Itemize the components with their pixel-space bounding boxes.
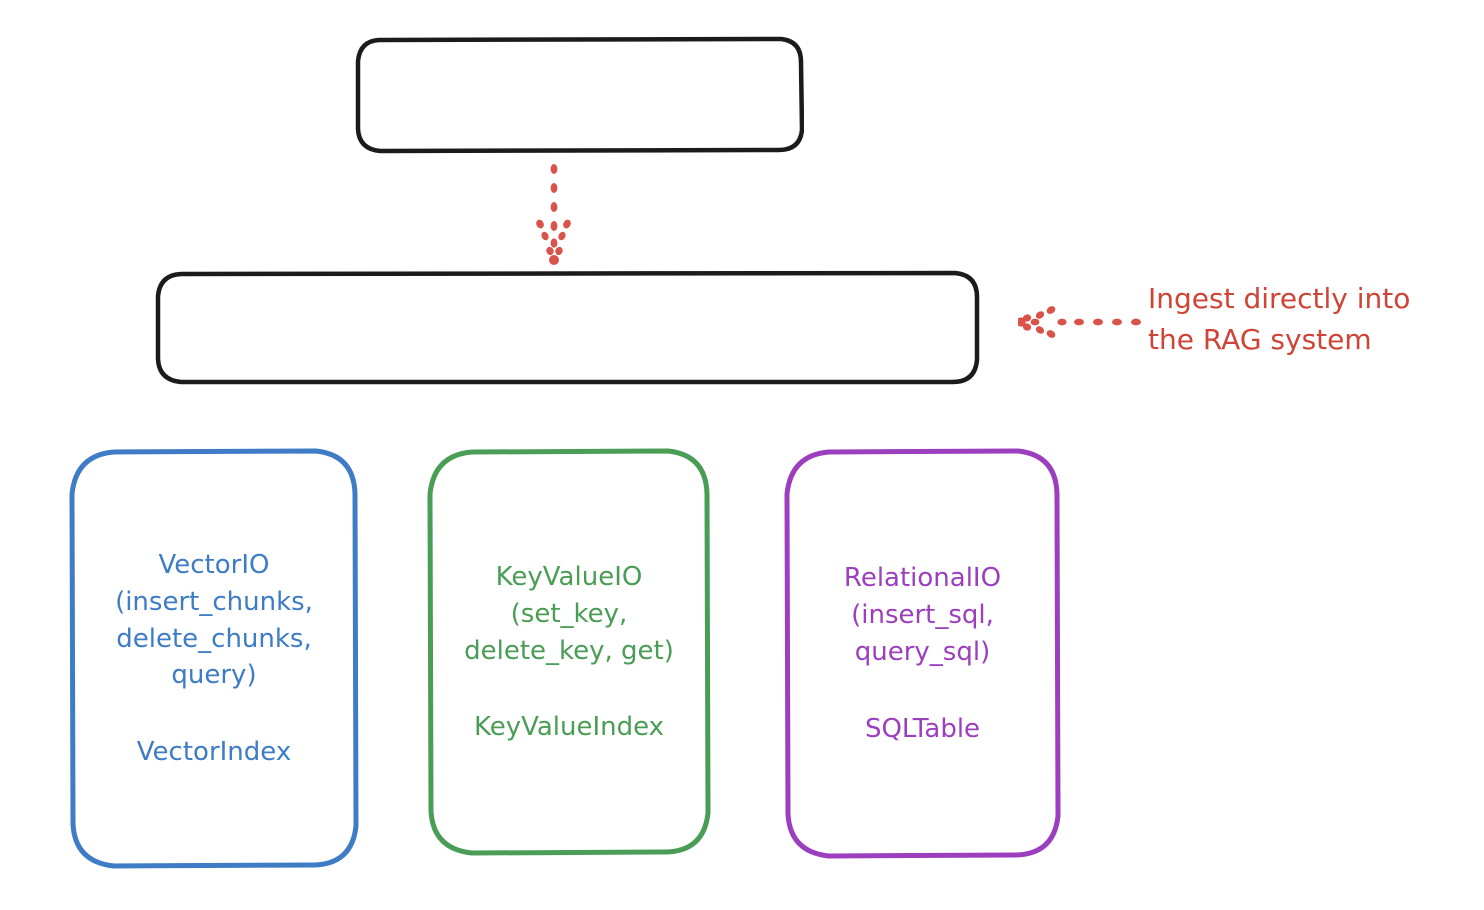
relational-io-index-label: SQLTable xyxy=(864,713,981,744)
rag-tool-node[interactable]: RAG Tool xyxy=(155,270,980,385)
ingest-annotation-text: Ingest directly into the RAG system xyxy=(1148,282,1411,356)
relational-io-api-label: RelationalIO (insert_sql, query_sql) xyxy=(843,563,1002,667)
agent-node-label: AGENT xyxy=(515,76,644,113)
vector-io-api-label: VectorIO (insert_chunks, delete_chunks, … xyxy=(115,549,313,691)
ingest-dotted-arrow-icon xyxy=(1018,306,1141,338)
keyvalue-io-api-label: KeyValueIO (set_key, delete_key, get) xyxy=(464,561,674,666)
relational-io-node[interactable]: RelationalIO (insert_sql, query_sql) SQL… xyxy=(783,448,1062,860)
relational-io-node-content: RelationalIO (insert_sql, query_sql) SQL… xyxy=(793,560,1052,748)
vector-io-node-content: VectorIO (insert_chunks, delete_chunks, … xyxy=(78,547,350,772)
agent-node[interactable]: AGENT xyxy=(355,36,804,154)
vector-io-node[interactable]: VectorIO (insert_chunks, delete_chunks, … xyxy=(68,448,360,870)
agent-to-rag-dotted-arrow-icon xyxy=(536,164,571,265)
rag-tool-node-label: RAG Tool xyxy=(497,309,638,346)
keyvalue-io-node[interactable]: KeyValueIO (set_key, delete_key, get) Ke… xyxy=(426,448,712,857)
keyvalue-io-index-label: KeyValueIndex xyxy=(473,712,665,743)
vector-io-index-label: VectorIndex xyxy=(136,737,292,768)
keyvalue-io-node-content: KeyValueIO (set_key, delete_key, get) Ke… xyxy=(436,559,702,747)
